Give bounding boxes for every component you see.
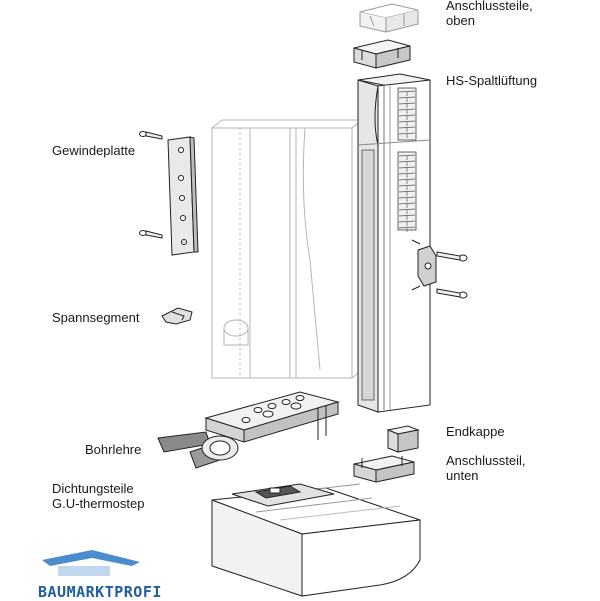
ventilation-slot-line	[398, 178, 416, 181]
screw-left-lower	[139, 230, 163, 239]
label-anschlussteil-unten-line2: unten	[446, 468, 479, 483]
ventilation-slot-line	[398, 190, 416, 193]
label-endkappe: Endkappe	[446, 424, 505, 439]
label-anschlussteile-oben-line1: Anschlussteile,	[446, 0, 533, 13]
brand-roof-icon	[42, 550, 140, 576]
label-anschlussteil-unten-line1: Anschlussteil,	[446, 453, 526, 468]
brand-wordmark: BAUMARKTPROFI	[38, 583, 162, 601]
screw-right-upper	[436, 251, 468, 262]
bohrlehre-part	[157, 391, 340, 469]
ventilation-slot-line	[398, 120, 416, 123]
ventilation-slot-line	[398, 102, 416, 105]
label-spannsegment-text: Spannsegment	[52, 310, 140, 325]
ventilation-slot-line	[398, 126, 416, 129]
slot-lines	[398, 90, 416, 232]
ventilation-slot-line	[398, 208, 416, 211]
dichtungsteile-part	[231, 483, 335, 507]
ventilation-slot-line	[398, 184, 416, 187]
screw-right-lower	[436, 288, 468, 299]
label-gewindeplatte-text: Gewindeplatte	[52, 143, 136, 158]
ventilation-slot-line	[398, 172, 416, 175]
label-anschlussteile-oben-line2: oben	[446, 13, 475, 28]
ventilation-slot-line	[398, 196, 416, 199]
anschlussteil-connector-block	[353, 39, 411, 69]
label-bohrlehre: Bohrlehre	[85, 442, 141, 457]
ventilation-slot-line	[398, 96, 416, 99]
anschlussteile-oben-part	[359, 3, 419, 33]
ventilation-slot-line	[398, 154, 416, 157]
ventilation-slot-line	[398, 114, 416, 117]
label-hs-spaltlueftung-text: HS-Spaltlüftung	[446, 73, 538, 88]
ventilation-slot-line	[398, 226, 416, 229]
label-anschlussteil-unten: Anschlussteil, unten	[446, 453, 525, 483]
ventilation-slot-line	[398, 214, 416, 217]
ventilation-slot-line	[398, 108, 416, 111]
ventilation-slot-line	[398, 90, 416, 93]
sill-profile	[211, 483, 421, 597]
screw-left-upper	[139, 131, 163, 140]
label-dichtungsteile-line1: Dichtungsteile	[52, 481, 134, 496]
anschlussteil-unten-part	[353, 455, 415, 483]
label-spannsegment: Spannsegment	[52, 310, 139, 325]
label-endkappe-text: Endkappe	[446, 424, 505, 439]
main-profile	[357, 73, 431, 413]
label-gewindeplatte: Gewindeplatte	[52, 143, 135, 158]
label-hs-spaltlueftung: HS-Spaltlüftung	[446, 73, 537, 88]
spannsegment-part	[161, 307, 193, 325]
endkappe-part	[386, 425, 420, 453]
ghost-sash-profile	[211, 119, 364, 379]
profile-bracket	[411, 239, 437, 291]
ventilation-slot-line	[398, 132, 416, 135]
ventilation-slot-line	[398, 166, 416, 169]
label-anschlussteile-oben: Anschlussteile, oben	[446, 0, 533, 28]
label-dichtungsteile: Dichtungsteile G.U-thermostep	[52, 481, 144, 511]
gewindeplatte-part	[167, 136, 199, 256]
ventilation-slot-line	[398, 160, 416, 163]
ventilation-slot-line	[398, 202, 416, 205]
ventilation-slot-line	[398, 220, 416, 223]
label-dichtungsteile-line2: G.U-thermostep	[52, 496, 145, 511]
label-bohrlehre-text: Bohrlehre	[85, 442, 142, 457]
